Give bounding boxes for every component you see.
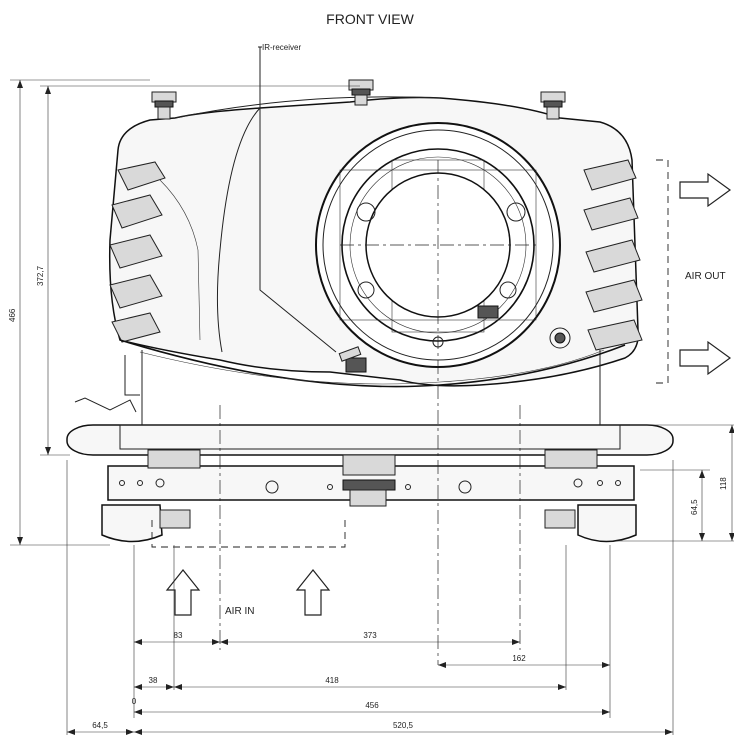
air-in-label: AIR IN <box>225 606 254 617</box>
feet <box>101 449 637 543</box>
drawing-title: FRONT VIEW <box>326 11 414 27</box>
dim-520-5: 520,5 <box>393 721 414 730</box>
air-out-arrow-upper <box>679 172 732 208</box>
dim-overall-height: 466 <box>8 308 17 322</box>
dim-foot-height: 64,5 <box>690 499 699 515</box>
right-dimensions <box>610 424 734 542</box>
dim-456: 456 <box>365 701 379 710</box>
dim-373: 373 <box>363 631 377 640</box>
dim-base-height: 118 <box>719 477 728 490</box>
ir-receiver-leader <box>259 47 337 353</box>
dim-body-height: 372,7 <box>36 265 45 286</box>
air-in-arrow-left <box>165 569 201 616</box>
ir-receiver-window <box>345 357 367 373</box>
ir-receiver-label: IR-receiver <box>262 43 301 52</box>
left-dimensions <box>10 79 360 546</box>
air-out-label: AIR OUT <box>685 271 726 282</box>
top-knobs <box>151 79 566 120</box>
dim-zero: 0 <box>132 697 137 706</box>
air-out-arrow-lower <box>679 340 732 376</box>
dim-64-5: 64,5 <box>92 721 108 730</box>
dim-162: 162 <box>512 654 526 663</box>
dim-38: 38 <box>149 676 158 685</box>
dim-83: 83 <box>174 631 183 640</box>
air-in-arrow-right <box>295 569 331 616</box>
projector-body <box>66 79 674 543</box>
bottom-dimensions <box>66 460 674 735</box>
dim-418: 418 <box>325 676 339 685</box>
